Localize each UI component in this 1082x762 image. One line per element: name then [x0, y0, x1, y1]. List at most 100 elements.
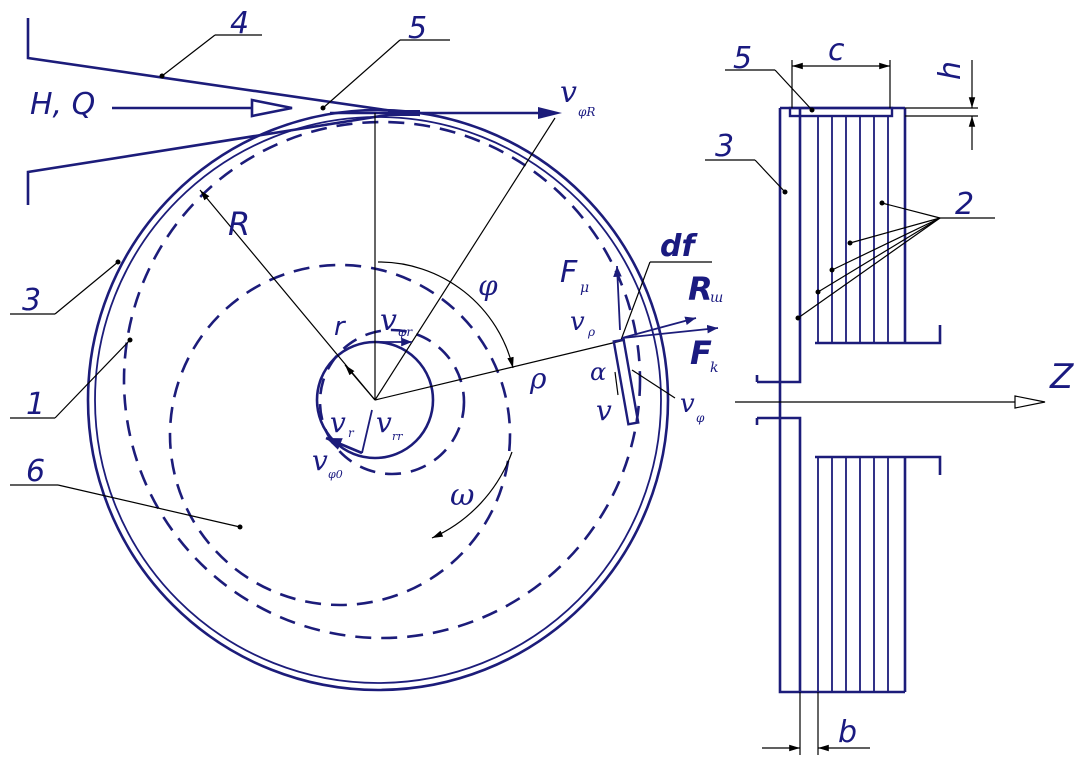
label-hq: H, Q [30, 87, 95, 122]
label-5-right: 5 [733, 41, 752, 76]
label-r: r [334, 312, 347, 342]
svg-text:v: v [380, 303, 397, 338]
omega-arc [431, 451, 513, 539]
outer-disc-circle-inner [94, 116, 662, 684]
svg-text:φR: φR [578, 105, 595, 119]
leader-3-left-dot [115, 259, 121, 265]
dashed-inner-circle [318, 328, 466, 476]
z-axis-arrow [1014, 395, 1046, 409]
side-view: 5 3 2 c h b Z [705, 33, 1074, 755]
radius-rho-line [374, 339, 626, 401]
label-3-right: 3 [715, 129, 734, 164]
label-Z: Z [1049, 357, 1074, 397]
label-R: R [228, 205, 250, 243]
outer-disc-circle [86, 108, 670, 692]
svg-text:v: v [560, 75, 577, 110]
shaft-lower [757, 416, 802, 692]
R-sh-vector [621, 316, 697, 339]
label-R-sh: R ш [688, 270, 723, 308]
dashed-outer-circle [122, 120, 642, 640]
radius-to-vphiR [374, 117, 556, 401]
leader-3-left [54, 261, 119, 315]
svg-text:v: v [680, 389, 695, 419]
svg-text:v: v [376, 406, 392, 439]
svg-text:rr: rr [392, 430, 403, 443]
label-v-r: v r [330, 406, 355, 440]
housing-left-wall [778, 108, 905, 694]
label-omega: ω [450, 478, 474, 513]
leader-5-left [322, 39, 401, 109]
svg-text:F: F [560, 255, 578, 290]
leader-6 [57, 484, 241, 528]
svg-text:k: k [710, 360, 718, 376]
label-v-rho: v ρ [570, 307, 595, 339]
label-2: 2 [955, 187, 974, 222]
phi-angle-arc [377, 261, 514, 369]
inlet-lower-wall [26, 111, 401, 205]
svg-text:φ: φ [696, 411, 705, 425]
label-h: h [933, 61, 968, 80]
leader-3-right-dot [782, 189, 788, 195]
alpha-leader [614, 371, 619, 396]
svg-text:v: v [312, 444, 328, 477]
svg-text:φr: φr [398, 325, 413, 339]
v-phi-leader [631, 369, 676, 399]
label-df: df [660, 229, 698, 264]
label-5-left: 5 [408, 11, 427, 46]
element-df [612, 261, 719, 426]
front-view: 4 5 3 1 6 H, Q R r φ ρ ω α df v φR v φr … [10, 6, 723, 692]
lower-flange [815, 455, 942, 475]
label-b: b [838, 715, 857, 750]
leader-3-right [754, 159, 786, 193]
label-1: 1 [26, 387, 45, 422]
svg-text:ш: ш [710, 290, 723, 306]
svg-text:F: F [690, 334, 712, 372]
svg-text:φ0: φ0 [328, 468, 343, 481]
v-r-vector [361, 409, 373, 454]
v-phi0-vector [325, 436, 363, 455]
upper-disc-stack [817, 116, 889, 343]
svg-text:R: R [688, 270, 713, 308]
upper-flange [815, 325, 942, 345]
svg-text:v: v [330, 406, 346, 439]
label-3-left: 3 [22, 283, 41, 318]
label-phi: φ [478, 269, 498, 302]
label-4: 4 [230, 6, 249, 41]
svg-text:ρ: ρ [587, 325, 595, 339]
leader-4 [161, 34, 216, 77]
leader-4-dot [159, 73, 165, 79]
leader-2-fan [795, 200, 995, 321]
svg-text:v: v [596, 394, 612, 427]
label-alpha: α [590, 358, 606, 386]
label-6: 6 [26, 454, 45, 489]
leader-1-dot [127, 337, 133, 343]
label-rho: ρ [529, 362, 547, 395]
label-v-phir: v φr [380, 303, 413, 339]
top-strip [788, 106, 894, 118]
df-element-rect [612, 338, 640, 426]
leader-5-right-dot [809, 107, 815, 113]
svg-text:v: v [570, 307, 585, 337]
label-v-plain: v [596, 394, 612, 427]
label-F-mu: F μ [560, 255, 589, 296]
tangent-arrow-head [538, 107, 562, 119]
leader-5-left-dot [320, 105, 326, 111]
label-v-phiR: v φR [560, 75, 595, 119]
label-v-phi0: v φ0 [312, 444, 343, 481]
label-v-rr: v rr [376, 406, 403, 443]
df-leader [620, 261, 651, 341]
leader-6-dot [237, 524, 243, 530]
shaft-upper [757, 108, 802, 384]
label-v-phi: v φ [680, 389, 705, 425]
tangent-contact [388, 110, 420, 116]
F-k-vector [621, 324, 719, 339]
lower-disc-stack [817, 457, 889, 692]
inlet-upper-wall [26, 18, 421, 117]
flow-arrow-head [250, 98, 293, 118]
dashed-middle-circle [168, 263, 512, 607]
leader-5-right [774, 69, 813, 111]
label-c: c [828, 33, 845, 68]
svg-text:μ: μ [580, 280, 589, 296]
F-mu-vector [613, 265, 622, 331]
